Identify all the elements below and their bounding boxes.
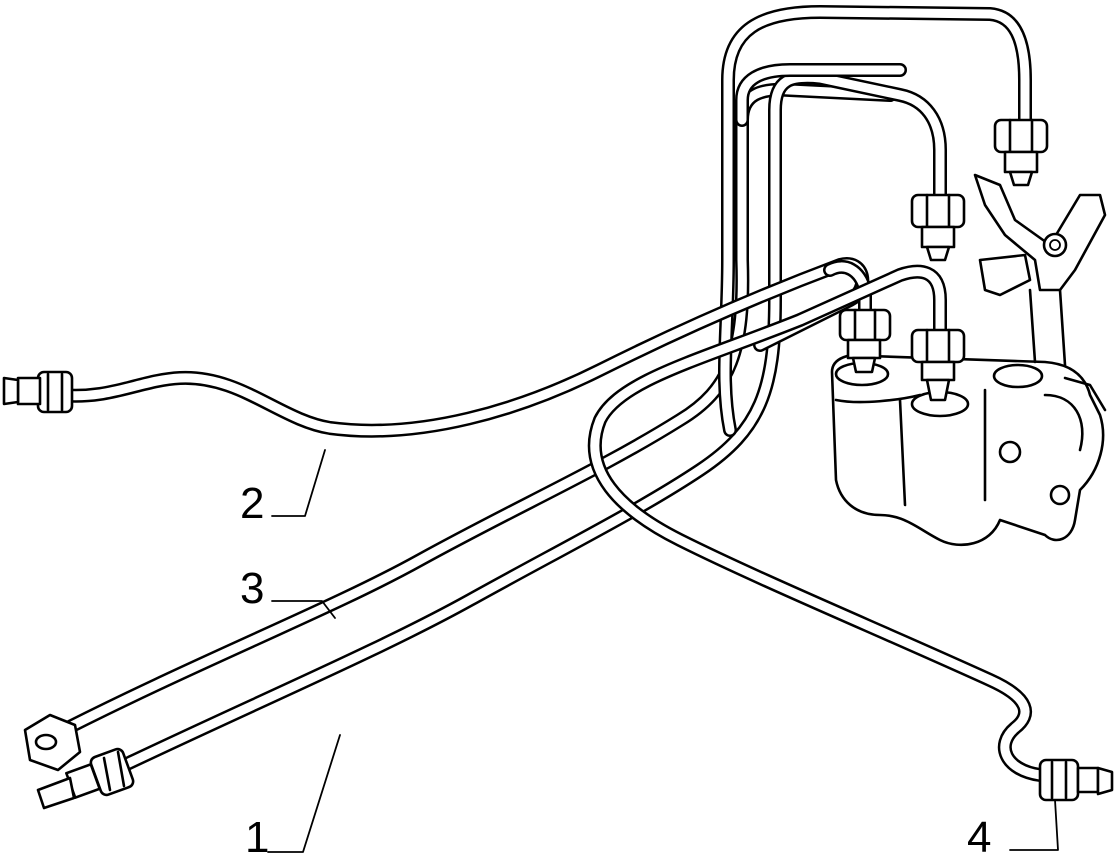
pipe-4 [587,264,1067,785]
fitting-pipe-3-end [23,713,82,772]
fitting-left [838,308,892,374]
callout-1: 1 [245,734,341,857]
callout-label-1: 1 [245,813,269,857]
callout-label-3: 3 [240,564,264,613]
fitting-pipe-1-end [36,747,135,810]
fitting-mid [910,193,966,262]
callout-label-4: 4 [967,813,991,857]
fitting-right [910,328,966,402]
brake-valve-body [830,353,1107,547]
fitting-pipe-2-end [2,370,74,414]
valve-lever-bracket [973,173,1107,367]
pipe-1 [103,70,947,779]
fitting-top [993,118,1049,187]
callout-3: 3 [240,564,336,619]
callout-2: 2 [240,449,326,528]
callout-label-2: 2 [240,479,264,528]
fitting-pipe-4-end [1038,758,1114,802]
callout-4: 4 [967,799,1059,857]
pipe-upper-loop [717,5,1032,437]
